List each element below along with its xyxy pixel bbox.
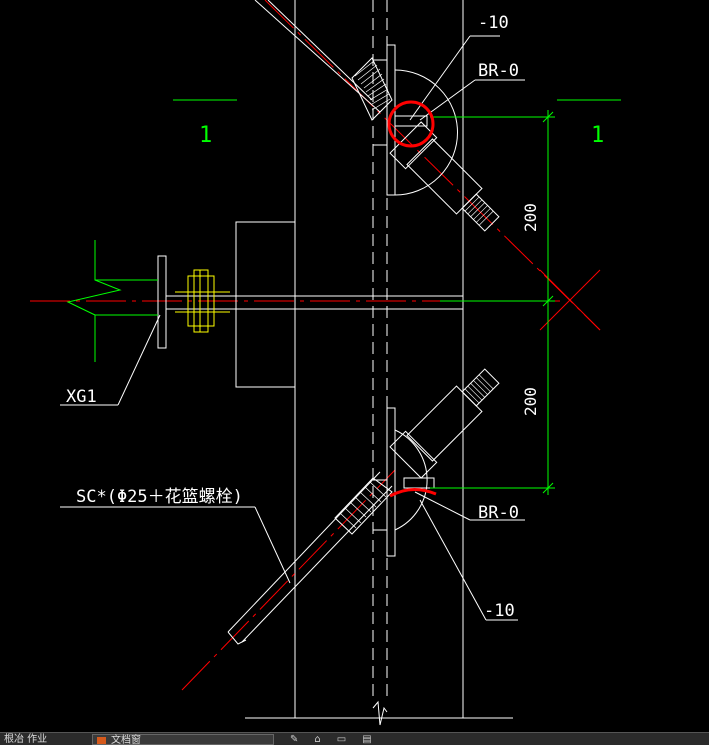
edit-icon[interactable]: ✎ xyxy=(290,734,315,745)
document-icon xyxy=(97,737,106,744)
column-outline xyxy=(245,0,513,726)
taskbar-document-tab[interactable]: 文档窗 xyxy=(92,734,274,745)
taskbar: 根冶 作业 文档窗 ✎⌂▭▤ xyxy=(0,732,709,745)
section-mark-right: 1 xyxy=(591,123,604,148)
upper-diagonal-brace xyxy=(254,0,393,121)
upper-connection xyxy=(373,44,500,232)
leader-lines xyxy=(60,35,525,621)
taskbar-left-text: 根冶 作业 xyxy=(4,734,48,745)
label-top-plate: -10 xyxy=(478,13,509,33)
label-bottom-plate: -10 xyxy=(484,601,515,621)
highlight-circle xyxy=(387,100,435,148)
highlight-arc xyxy=(389,488,437,498)
print-icon[interactable]: ▤ xyxy=(362,734,388,745)
draw-icon[interactable]: ⌂ xyxy=(314,734,337,745)
red-highlights xyxy=(387,100,437,498)
dim-lower: 200 xyxy=(521,387,540,416)
lower-diagonal-rod xyxy=(227,471,393,645)
label-bottom-br: BR-0 xyxy=(478,503,519,523)
label-sc: SC*(Φ25＋花篮螺栓) xyxy=(76,487,243,507)
bolt-assembly xyxy=(175,269,230,333)
label-xg: XG1 xyxy=(66,387,97,407)
lower-connection xyxy=(373,368,500,557)
taskbar-tab-label: 文档窗 xyxy=(111,735,141,745)
taskbar-tool-icons[interactable]: ✎⌂▭▤ xyxy=(290,733,388,745)
layer-icon[interactable]: ▭ xyxy=(336,734,363,745)
label-top-br: BR-0 xyxy=(478,61,519,81)
dimension-lines xyxy=(173,99,621,495)
dim-upper: 200 xyxy=(521,203,540,232)
text-labels: 1 1 -10 BR-0 BR-0 -10 200 200 XG1 SC*(Φ2… xyxy=(66,13,604,621)
section-mark-left: 1 xyxy=(199,123,212,148)
beam-connection xyxy=(66,221,463,388)
center-lines xyxy=(30,0,601,691)
